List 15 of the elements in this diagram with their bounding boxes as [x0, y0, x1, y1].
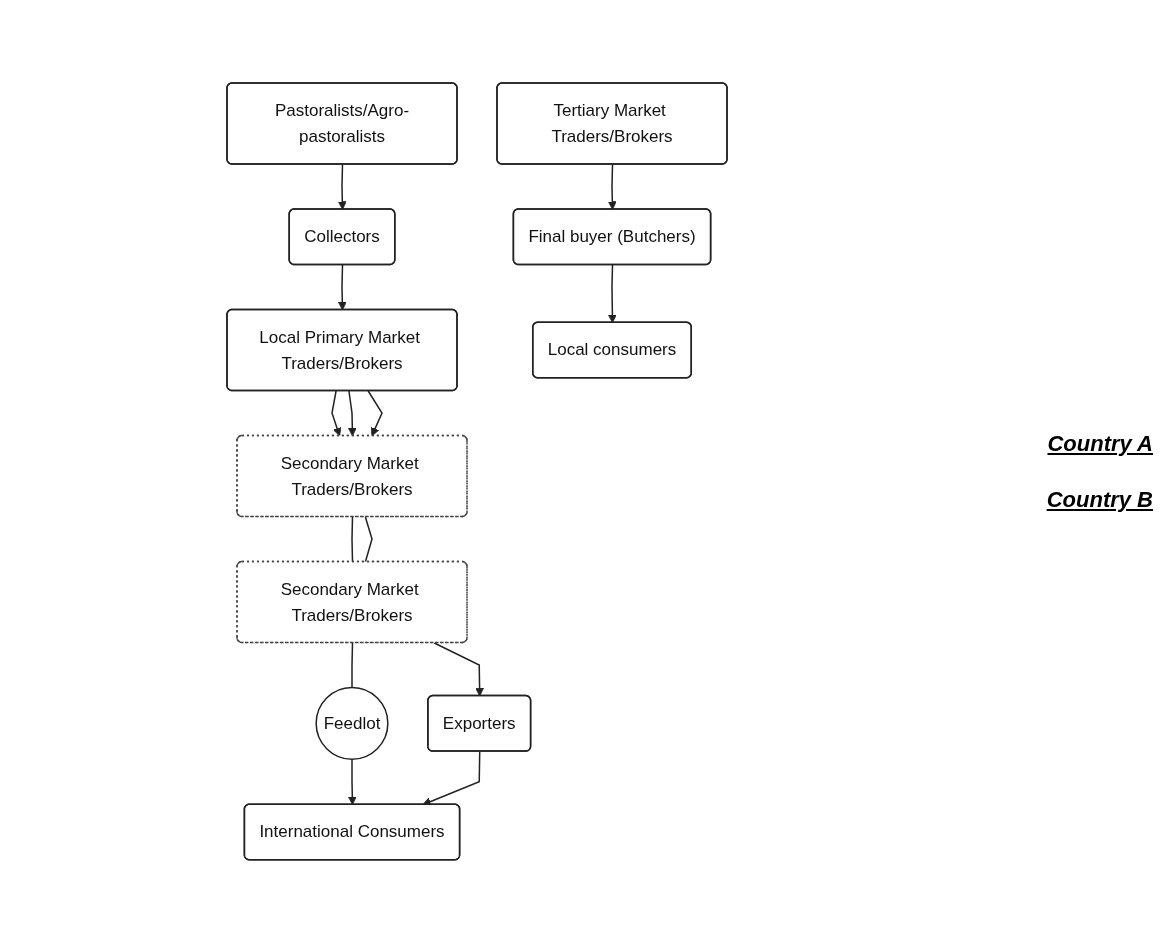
region-label: Country B — [1046, 486, 1153, 513]
connector — [350, 642, 353, 689]
arrow — [347, 390, 357, 437]
arrow — [607, 163, 617, 211]
connector — [364, 516, 373, 563]
arrow — [337, 163, 347, 211]
arrow — [607, 264, 617, 324]
node-circle: Feedlot — [314, 686, 389, 761]
arrow — [330, 390, 341, 437]
arrow — [366, 390, 383, 437]
region-label: Country A — [1047, 430, 1153, 457]
arrow — [433, 642, 484, 697]
arrow — [347, 758, 357, 806]
connector — [350, 516, 353, 563]
arrow — [337, 264, 347, 311]
